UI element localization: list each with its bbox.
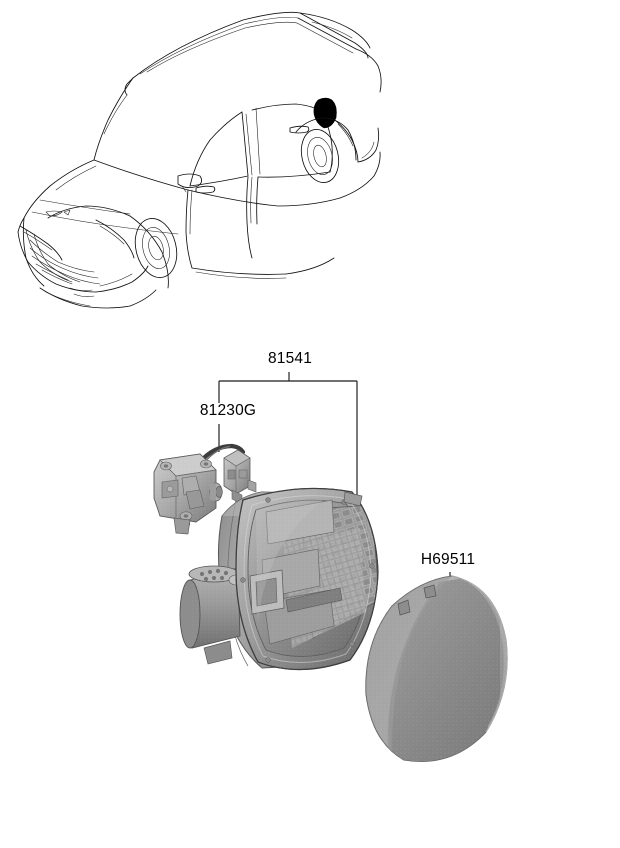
fuel-filler-door-housing-assembly — [179, 487, 379, 671]
callout-label-81230G: 81230G — [200, 402, 256, 419]
callout-label-H69511: H69511 — [421, 551, 475, 568]
fuel-filler-door-opener-actuator — [153, 443, 257, 535]
vehicle-outline-kia-sportage — [17, 11, 382, 309]
callout-label-81541: 81541 — [268, 350, 312, 367]
fuel-filler-door-lid-panel — [365, 575, 508, 762]
fuel-door-location-marker — [313, 97, 337, 129]
callout-labels: 81541 81230G H69511 — [200, 350, 475, 568]
